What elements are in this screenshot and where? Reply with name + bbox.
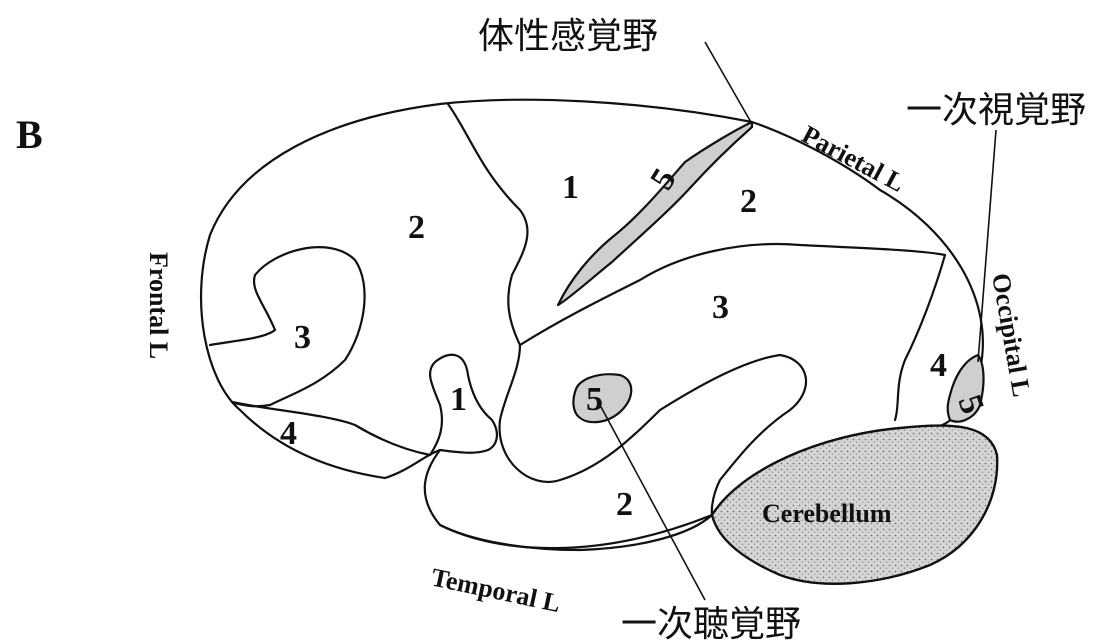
parietal-lobe-label: Parietal L [797, 120, 909, 198]
primary-auditory-cortex-label: 一次聴覚野 [621, 604, 801, 644]
temporal-lobe-label: Temporal L [429, 563, 563, 619]
somatosensory-strip [558, 122, 752, 305]
area-number-parietal-2: 2 [740, 183, 757, 220]
area-number-frontal-4: 4 [280, 415, 297, 452]
panel-label: B [16, 112, 43, 157]
frontal-lobe-label: Frontal L [144, 252, 173, 359]
occipital-lobe-label: Occipital L [986, 271, 1036, 399]
somatosensory-cortex-label: 体性感覚野 [478, 16, 658, 57]
area-number-parietal-1: 1 [562, 169, 579, 206]
area-number-frontal-2: 2 [408, 209, 425, 246]
frontal-parietal-boundary [448, 104, 528, 345]
area-number-temporal-1: 1 [450, 381, 467, 418]
area-number-temporal-2: 2 [616, 486, 633, 523]
visual-leader-line [978, 130, 996, 362]
area-number-occipital-4: 4 [930, 347, 947, 384]
somatosensory-leader-line [705, 42, 752, 124]
area-number-auditory-5: 5 [586, 381, 603, 418]
area-number-frontal-3: 3 [294, 319, 311, 356]
frontal-inner-boundary [210, 247, 365, 406]
cerebellum-label: Cerebellum [762, 499, 892, 528]
primary-visual-cortex-label: 一次視覚野 [906, 90, 1086, 131]
occipital-boundary [895, 255, 945, 420]
temporal-lower-edge [440, 515, 712, 550]
area-number-parietal-3: 3 [712, 289, 729, 326]
sylvian-boundary [520, 244, 945, 345]
